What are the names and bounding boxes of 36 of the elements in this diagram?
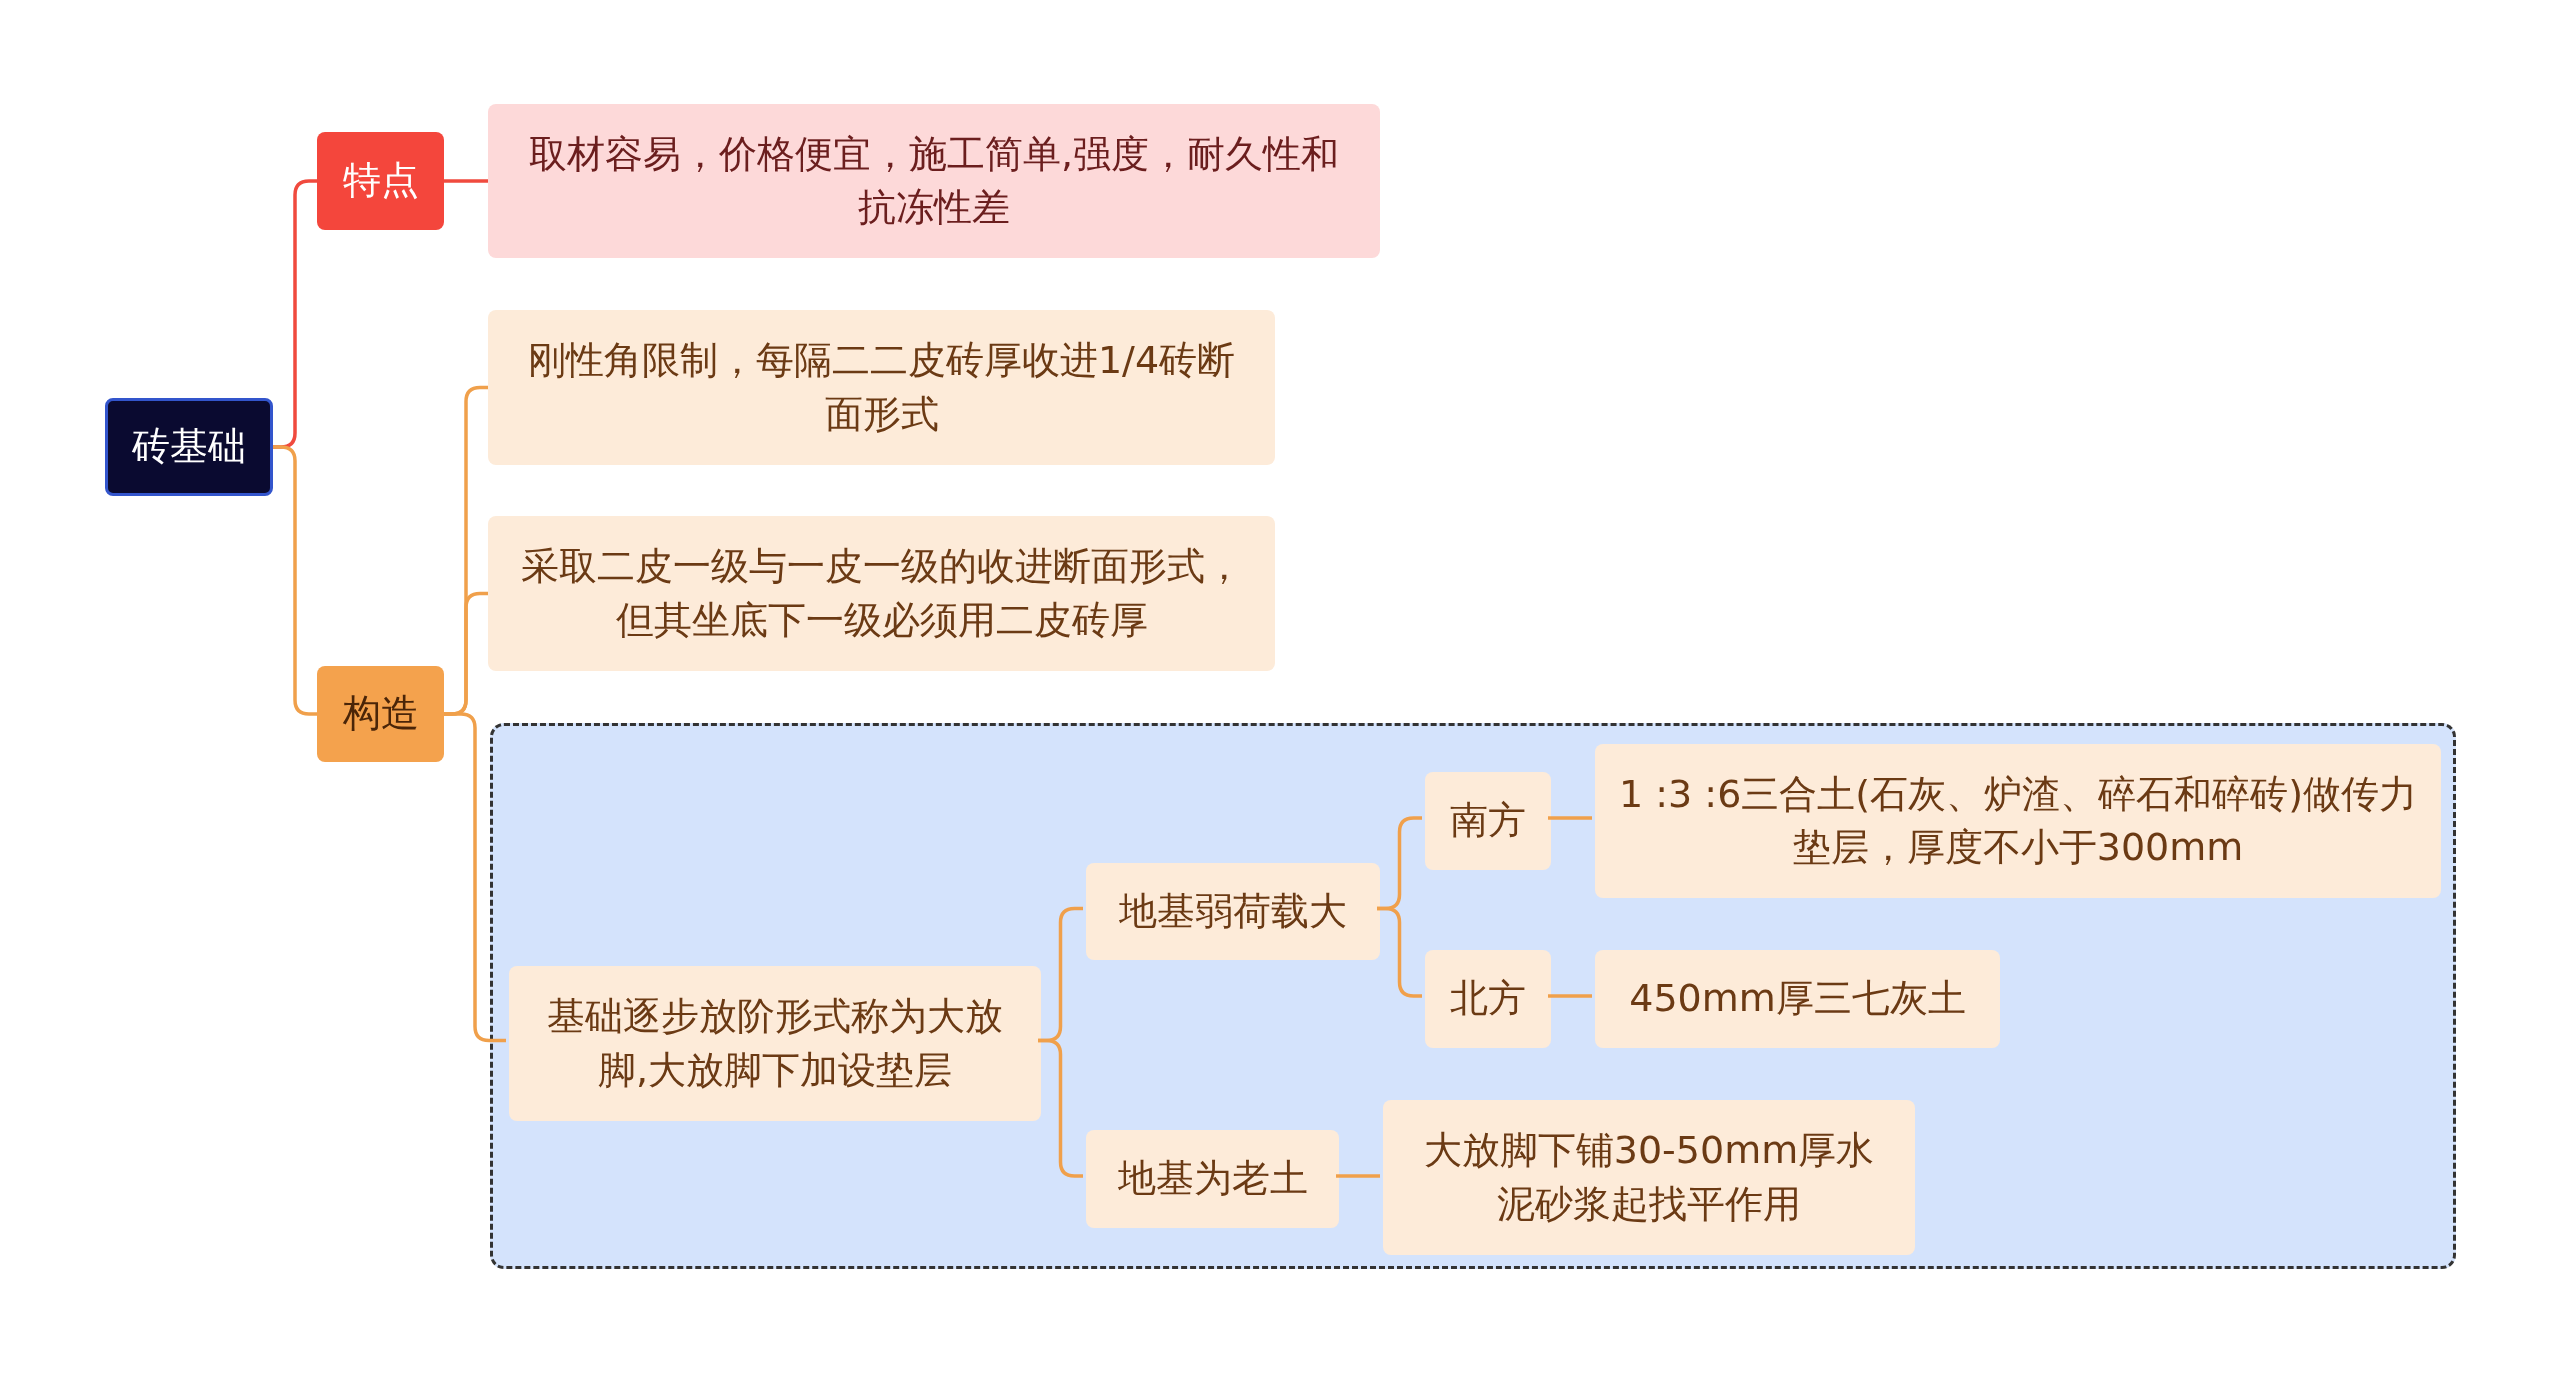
detail-card (1086, 863, 1380, 960)
detail-card (488, 516, 1275, 671)
detail-card (1383, 1100, 1915, 1255)
topic-text: 地基弱荷载大 (1119, 887, 1347, 935)
detail-card (1425, 950, 1551, 1048)
topic-text: 采取二皮一级与一皮一级的收进断面形式，但其坐底下一级必须用二皮砖厚 (519, 543, 1244, 644)
topic-text: 大放脚下铺30-50mm厚水泥砂浆起找平作用 (1422, 1127, 1876, 1228)
connector-line (1548, 994, 1592, 998)
topic-text: 砖基础 (132, 423, 246, 471)
detail-card (1595, 950, 2000, 1048)
connector-line (444, 179, 488, 183)
topic-card (317, 132, 444, 230)
detail-card (1425, 772, 1551, 870)
detail-card (1595, 744, 2441, 898)
topic-text: 南方 (1450, 797, 1526, 845)
topic-card (317, 666, 444, 762)
detail-card (488, 104, 1380, 258)
topic-text: 特点 (342, 157, 419, 205)
topic-text: 450mm厚三七灰土 (1629, 975, 1966, 1023)
detail-card (488, 310, 1275, 465)
connector-line (1548, 816, 1592, 820)
topic-text: 地基为老土 (1117, 1155, 1308, 1203)
detail-card (1086, 1130, 1339, 1228)
topic-text: 取材容易，价格便宜，施工简单,强度，耐久性和抗冻性差 (527, 130, 1341, 231)
connector-line (273, 445, 317, 716)
group-frame (490, 723, 2456, 1269)
connector-line (1336, 1174, 1380, 1178)
detail-card (509, 966, 1041, 1121)
topic-text: 北方 (1450, 975, 1526, 1023)
connector-line (1038, 1038, 1083, 1178)
topic-text: 刚性角限制，每隔二二皮砖厚收进1/4砖断面形式 (526, 337, 1237, 438)
root-topic-card (105, 398, 273, 496)
topic-text: 基础逐步放阶形式称为大放脚,大放脚下加设垫层 (546, 993, 1004, 1094)
topic-text: 构造 (342, 690, 419, 738)
connector-line (1377, 906, 1422, 998)
topic-text: 1 :3 :6三合土(石灰、炉渣、碎石和碎砖)做传力垫层，厚度不小于300mm (1619, 770, 2417, 871)
